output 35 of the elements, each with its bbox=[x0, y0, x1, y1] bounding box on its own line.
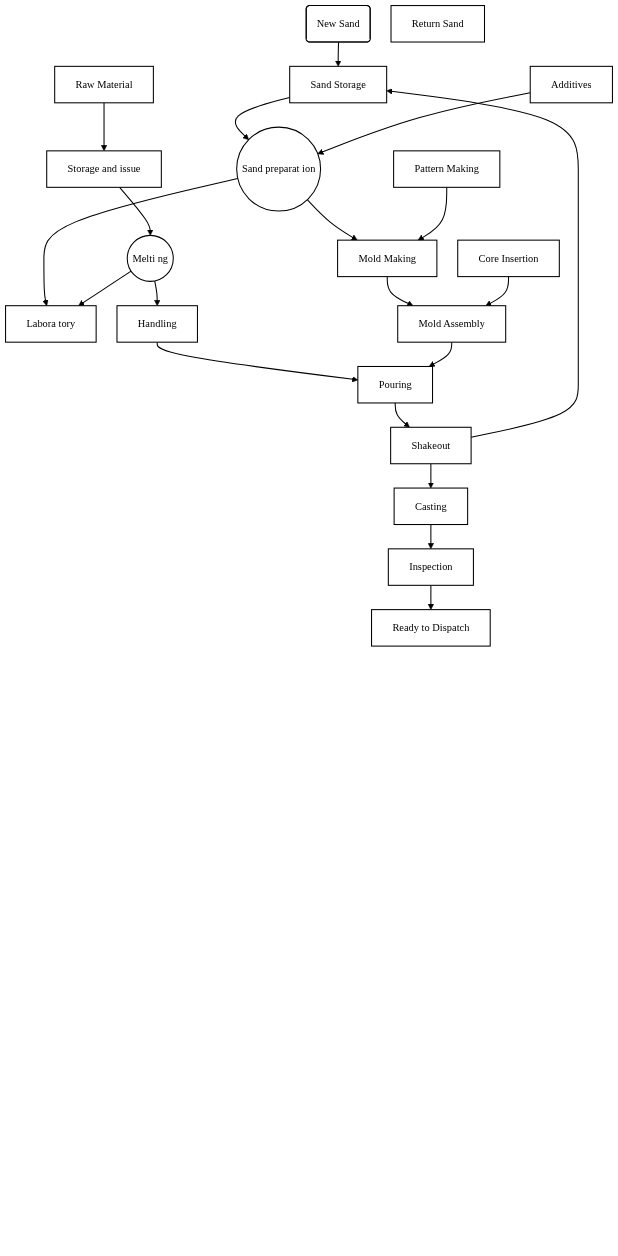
node-box: Storage and issue bbox=[46, 150, 162, 188]
arrow bbox=[427, 524, 434, 550]
node-box: Labora tory bbox=[5, 305, 97, 343]
node-box: Mold Making bbox=[337, 239, 438, 278]
node-box: Ready to Dispatch bbox=[371, 609, 491, 647]
node-box: Pattern Making bbox=[393, 150, 501, 188]
arrow bbox=[335, 41, 342, 67]
node-circle: Melti ng bbox=[126, 234, 174, 282]
node-box: Handling bbox=[116, 305, 198, 343]
arrow bbox=[154, 280, 161, 306]
node-circle: Sand preparat ion bbox=[236, 126, 322, 212]
node-box: Shakeout bbox=[390, 426, 472, 465]
arrow bbox=[427, 584, 434, 610]
arrow bbox=[100, 102, 108, 152]
arrow bbox=[317, 92, 531, 155]
arrow bbox=[417, 186, 448, 241]
node-box: Return Sand bbox=[390, 5, 485, 43]
arrow bbox=[386, 88, 579, 438]
node-box: Pouring bbox=[357, 365, 434, 404]
arrow bbox=[78, 270, 132, 306]
arrow bbox=[394, 402, 410, 428]
node-box: Raw Material bbox=[54, 65, 154, 104]
arrow bbox=[485, 276, 510, 306]
arrow bbox=[428, 341, 453, 367]
arrow bbox=[306, 199, 358, 241]
arrow bbox=[386, 276, 414, 307]
arrow bbox=[427, 463, 434, 489]
node-box: Casting bbox=[393, 487, 469, 526]
node-box: Sand Storage bbox=[289, 65, 388, 104]
arrow bbox=[42, 178, 239, 306]
node-box: Mold Assembly bbox=[397, 305, 507, 343]
node-box: Core Insertion bbox=[457, 239, 560, 278]
arrow bbox=[119, 186, 154, 236]
node-box: Inspection bbox=[387, 548, 474, 586]
node-box: Additives bbox=[529, 65, 613, 104]
